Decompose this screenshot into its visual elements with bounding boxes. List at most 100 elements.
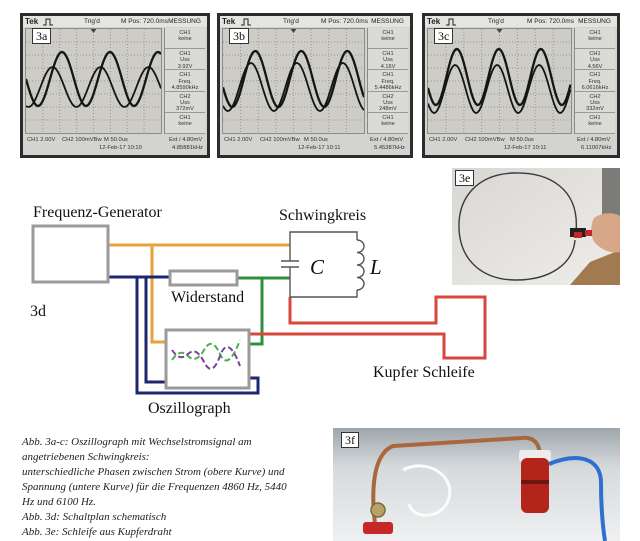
- trigger-edge-glyph: [43, 18, 53, 26]
- menu-title: MESSUNG: [371, 18, 404, 25]
- trigger-icon: [43, 18, 53, 26]
- background-dark: [602, 168, 620, 216]
- trigger-position-icon: [90, 29, 97, 33]
- measurement-line: 6.0616kHz: [581, 84, 609, 91]
- horizontal-position: M Pos: 720.0ms: [321, 18, 368, 25]
- timestamp: 12-Feb-17 10:11: [504, 145, 547, 151]
- red-component: [521, 458, 549, 513]
- trigger-level: Ext / 4.80mV: [577, 137, 611, 143]
- figure-label-3c: 3c: [434, 28, 454, 44]
- brand-logo: Tek: [222, 17, 236, 26]
- trigger-frequency: 4.85881kHz: [172, 145, 203, 151]
- caption-line: Abb. 3a-c: Oszillograph mit Wechselstrom…: [22, 436, 252, 448]
- caption-line: unterschiedliche Phasen zwischen Strom (…: [22, 466, 285, 478]
- measurement-line: 4.16V: [380, 63, 396, 70]
- capacitor-symbol: [281, 260, 299, 268]
- measurement-line: Uss: [383, 57, 393, 64]
- voltage-waveform: [223, 62, 364, 112]
- measurement-line: Freq.: [588, 78, 602, 85]
- figure-label-3f: 3f: [341, 432, 359, 448]
- trigger-edge-glyph: [446, 18, 456, 26]
- measurement-line: keine: [588, 36, 602, 43]
- frequency-generator-box: [31, 224, 110, 284]
- measurement-line: CH1: [589, 114, 601, 121]
- trigger-edge-glyph: [241, 18, 251, 26]
- connector-red-2: [585, 230, 592, 236]
- lc-frame: [289, 231, 358, 298]
- measurement-line: 5.4486kHz: [374, 84, 402, 91]
- measurement-line: CH1: [589, 51, 601, 58]
- connector-red: [574, 232, 582, 238]
- timestamp: 12-Feb-17 10:10: [99, 145, 142, 151]
- blue-wire: [548, 456, 607, 541]
- oscilloscope-trace-green: [171, 339, 241, 362]
- copper-wire-loop: [458, 172, 577, 281]
- white-wire: [402, 464, 452, 517]
- figure-label-3e: 3e: [455, 170, 475, 186]
- wire-green: [237, 276, 290, 346]
- resistor-symbol: [168, 269, 239, 287]
- menu-title: MESSUNG: [578, 18, 611, 25]
- measurement-line: keine: [178, 36, 192, 43]
- measurement-line: Uss: [180, 99, 190, 106]
- waveform-plot: [428, 29, 571, 133]
- wire-navy: [108, 275, 260, 395]
- measurement-line: 332mV: [586, 106, 604, 113]
- wooden-base: [570, 250, 620, 285]
- measurement-line: CH2: [382, 93, 394, 100]
- photo-setup-detail-image: [333, 428, 620, 541]
- trigger-icon: [446, 18, 456, 26]
- caption-line: Spannung (untere Kurve) für die Frequenz…: [22, 481, 287, 493]
- timebase: M 50.0us: [510, 137, 534, 143]
- measurement-line: Uss: [590, 99, 600, 106]
- measurement-line: 248mV: [379, 106, 397, 113]
- measurement-line: CH1: [179, 30, 191, 36]
- trigger-frequency: 5.45387kHz: [374, 145, 405, 151]
- tank-circuit-label: Schwingkreis: [279, 207, 366, 224]
- screw-terminal: [370, 502, 386, 518]
- red-connector: [363, 522, 393, 534]
- inductor-coil-symbol: [356, 239, 365, 291]
- lc-tank-circuit: [281, 231, 365, 298]
- measurement-line: CH1: [382, 30, 394, 36]
- caption-line: angetriebenen Schwingkreis:: [22, 451, 150, 463]
- measurement-line: CH1: [382, 72, 394, 79]
- brand-logo: Tek: [25, 17, 39, 26]
- measurement-line: Freq.: [178, 78, 192, 85]
- ch1-scale: CH1 2.00V: [224, 137, 253, 143]
- measurement-line: CH1: [179, 51, 191, 58]
- measurement-line: keine: [178, 121, 192, 128]
- trigger-status: Trig'd: [283, 18, 299, 25]
- measurement-line: CH1: [179, 72, 191, 79]
- ch1-scale: CH1 2.00V: [429, 137, 458, 143]
- component-band: [521, 480, 549, 484]
- current-waveform: [428, 47, 571, 107]
- trigger-position-icon: [496, 29, 503, 33]
- trigger-level: Ext / 4.80mV: [370, 137, 404, 143]
- horizontal-position: M Pos: 720.0ms: [527, 18, 574, 25]
- figure-label-3a: 3a: [32, 28, 52, 44]
- ch2-scale: CH2 100mVBw: [465, 137, 505, 143]
- measurement-line: keine: [588, 121, 602, 128]
- measurement-line: 372mV: [176, 106, 194, 113]
- trigger-frequency: 6.11007kHz: [581, 145, 612, 151]
- generator-label: Frequenz-Generator: [33, 204, 162, 221]
- measurement-line: CH2: [179, 93, 191, 100]
- oscilloscope-trace-purple: [171, 346, 241, 370]
- figure-label-3b: 3b: [229, 28, 249, 44]
- oscilloscope-box: [164, 328, 251, 390]
